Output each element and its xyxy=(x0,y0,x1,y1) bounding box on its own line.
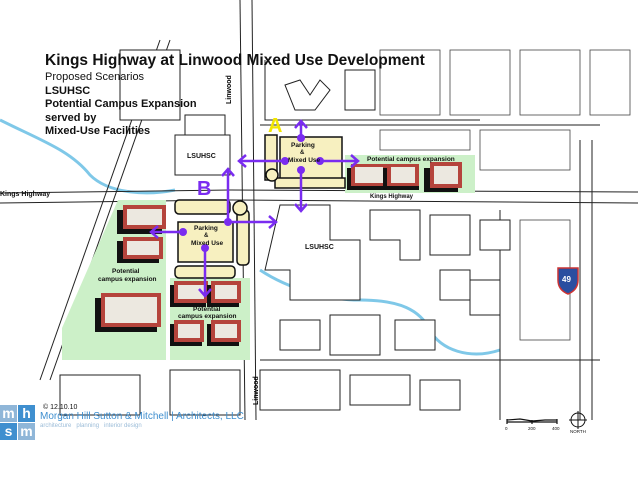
building xyxy=(119,49,181,121)
road xyxy=(264,60,480,121)
north-arrow-icon xyxy=(569,411,587,429)
arrow xyxy=(149,225,183,239)
subtitle-line: LSUHSC xyxy=(45,85,91,97)
proposed-building xyxy=(207,320,241,346)
arrow xyxy=(294,170,308,213)
road-kings-highway xyxy=(0,189,638,194)
site-a-parking: Parking xyxy=(291,142,315,149)
building xyxy=(169,369,241,416)
site-a-letter: A xyxy=(268,115,283,137)
subtitle-line: Proposed Scenarios xyxy=(45,71,145,83)
road-linwood xyxy=(251,0,257,421)
arrow-origin-dots xyxy=(179,134,324,252)
proposed-building xyxy=(207,281,241,307)
building xyxy=(284,79,331,111)
logo-letter: s xyxy=(0,423,17,440)
arrow xyxy=(198,248,212,298)
scale-tick: 0 xyxy=(505,426,508,431)
building xyxy=(329,314,381,356)
proposed-building xyxy=(424,162,462,192)
proposed-building xyxy=(117,237,163,263)
building xyxy=(174,134,231,176)
site-b-parking: Parking xyxy=(194,225,218,232)
site-b-letter: B xyxy=(197,178,212,200)
interstate-number: 49 xyxy=(562,275,571,284)
arrow xyxy=(237,154,285,168)
site-a-mixed-use: Mixed Use xyxy=(288,157,321,164)
residential-lots xyxy=(379,49,631,341)
date-stamp: © 12.10.10 xyxy=(43,404,78,411)
site-b-structures xyxy=(174,199,250,279)
firm-tagline: architecture planning interior design xyxy=(40,423,142,429)
building xyxy=(349,374,411,406)
building xyxy=(469,279,501,316)
site-a-amp: & xyxy=(300,150,305,156)
proposed-building xyxy=(117,205,166,234)
proposed-building xyxy=(347,164,387,190)
proposed-building xyxy=(95,293,161,332)
building xyxy=(259,369,341,411)
building xyxy=(419,379,461,411)
arrow xyxy=(228,215,278,229)
proposed-building xyxy=(170,320,204,346)
arrow xyxy=(320,154,360,168)
firm-name: Morgan Hill Sutton & Mitchell | Architec… xyxy=(40,411,244,422)
proposed-building xyxy=(383,164,419,190)
scale-bar xyxy=(506,418,558,424)
road-kings-highway xyxy=(0,199,638,204)
street-label-linwood: Linwood xyxy=(253,376,260,405)
subtitle-line: Potential Campus Expansion xyxy=(45,98,197,110)
map-title: Kings Highway at Linwood Mixed Use Devel… xyxy=(45,52,425,69)
proposed-buildings xyxy=(95,162,462,346)
lsuhsc-label: LSUHSC xyxy=(187,153,216,160)
lsuhsc-label: LSUHSC xyxy=(305,244,334,251)
site-b-amp: & xyxy=(204,233,209,239)
building xyxy=(479,219,511,251)
building xyxy=(59,374,141,416)
street-label-kings-highway: Kings Highway xyxy=(370,194,414,200)
interstate-shield-icon xyxy=(557,267,579,295)
street-label-linwood: Linwood xyxy=(226,75,233,104)
proposed-building xyxy=(170,281,208,307)
scale-tick: 200 xyxy=(528,426,536,431)
site-b-mixed-use: Mixed Use xyxy=(191,240,224,247)
building xyxy=(369,209,421,261)
subtitle-line: served by xyxy=(45,112,97,124)
logo-letter: m xyxy=(0,405,17,422)
site-a-structures xyxy=(264,134,346,189)
logo-letter: h xyxy=(18,405,35,422)
expansion-label: Potential xyxy=(112,268,140,275)
subtitle-line: Mixed-Use Facilities xyxy=(45,125,151,137)
logo-letter: m xyxy=(18,423,35,440)
building xyxy=(394,319,436,351)
access-arrows xyxy=(149,119,360,298)
building xyxy=(429,214,471,256)
expansion-label: Potential xyxy=(193,306,221,313)
expansion-label: campus expansion xyxy=(178,313,237,320)
building xyxy=(344,69,376,111)
building xyxy=(439,269,471,301)
expansion-label: campus expansion xyxy=(98,276,157,283)
building xyxy=(279,319,321,351)
building xyxy=(264,204,361,301)
street-label-kings-highway: Kings Highway xyxy=(0,191,51,198)
north-label: NORTH xyxy=(570,429,586,434)
stream xyxy=(0,118,176,195)
arrow xyxy=(221,167,235,222)
scale-tick: 400 xyxy=(552,426,560,431)
expansion-label: Potential campus expansion xyxy=(367,156,455,163)
